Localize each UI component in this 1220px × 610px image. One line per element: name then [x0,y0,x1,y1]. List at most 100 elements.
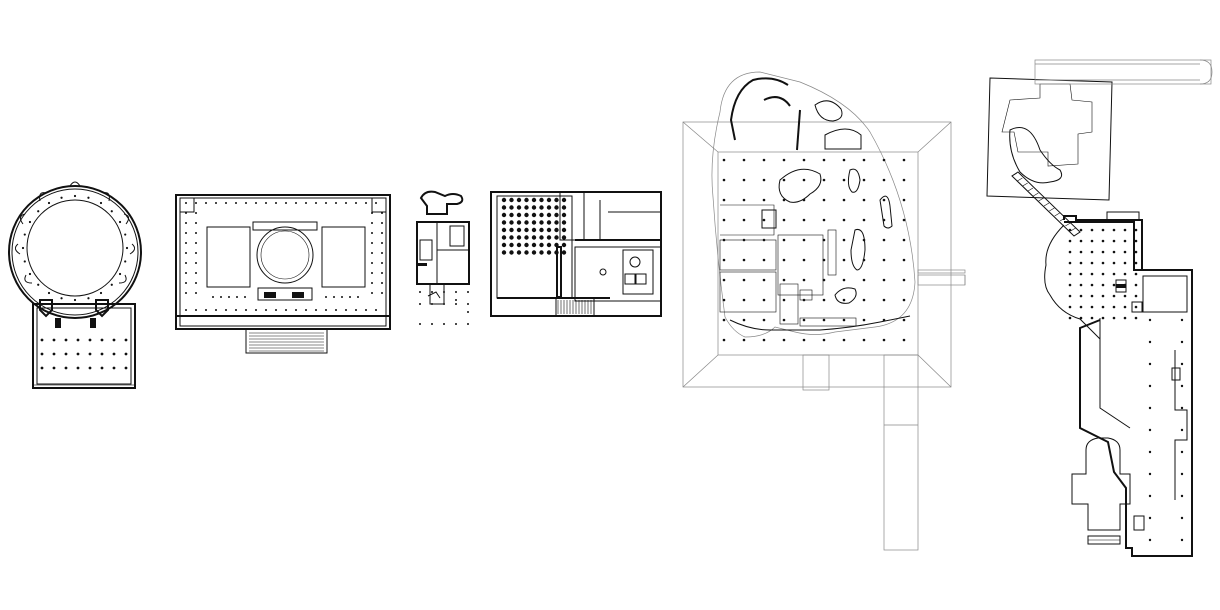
column-dot [762,198,766,202]
column-dot [100,366,104,370]
column-dot [371,222,373,224]
column-dot [1079,294,1083,298]
column-dot [902,278,906,282]
column-dot [762,278,766,282]
column-dot [546,212,552,218]
column-dot [722,218,726,222]
column-dot [124,338,128,342]
column-dot [742,218,746,222]
column-dot [501,205,507,210]
column-dot [1101,294,1105,298]
column-dot [882,218,886,222]
column-dot [802,218,806,222]
column-dot [315,202,317,204]
column-dot [782,298,786,302]
column-dot [195,309,197,311]
column-dot [516,212,522,218]
column-dot [862,338,866,342]
column-dot [539,205,544,210]
column-dot [546,250,552,255]
column-dot [345,202,347,204]
column-dot [1134,272,1138,276]
column-dot [862,218,866,222]
column-dot [1112,305,1116,309]
column-dot [371,252,373,254]
column-dot [561,205,567,210]
column-dot [882,258,886,262]
column-dot [419,303,421,305]
plan-line [1038,197,1044,202]
column-dot [73,194,77,198]
column-dot [561,242,567,248]
column-dot [531,242,537,248]
column-dot [185,202,187,204]
column-dot [255,202,257,204]
column-dot [1180,318,1184,322]
column-dot [1148,384,1152,388]
column-dot [902,218,906,222]
column-dot [539,212,544,218]
column-dot [315,309,317,311]
column-dot [1079,305,1083,309]
column-dot [524,205,529,210]
column-dot [822,298,826,302]
column-dot [118,220,122,224]
column-dot [1112,272,1116,276]
column-dot [1079,228,1083,232]
column-dot [100,338,104,342]
column-dot [722,318,726,322]
column-dot [516,250,522,255]
column-dot [501,242,507,248]
column-dot [762,158,766,162]
column-dot [355,309,357,311]
column-dot [28,272,32,276]
column-dot [23,260,26,263]
column-dot [1148,406,1152,410]
column-dot [112,352,116,356]
column-dot [28,220,32,224]
column-dot [1101,272,1105,276]
column-dot [1090,283,1094,287]
plan-line [1022,182,1028,187]
column-dot [531,227,537,233]
column-dot [285,309,287,311]
column-dot [531,235,537,240]
column-dot [235,309,237,311]
column-dot [124,260,127,263]
column-dot [802,158,806,162]
column-dot [1123,261,1127,265]
column-dot [1068,316,1072,320]
column-dot [341,296,343,298]
column-dot [722,238,726,242]
column-dot [842,318,846,322]
column-dot [531,220,537,225]
column-dot [822,258,826,262]
column-dot [1123,305,1127,309]
column-dot [1101,305,1105,309]
column-dot [722,198,726,202]
column-dot [375,309,377,311]
column-dot [554,197,559,203]
column-dot [822,338,826,342]
column-dot [365,202,367,204]
column-dot [882,158,886,162]
column-dot [357,296,359,298]
small-house-plan [416,190,470,325]
column-dot [524,220,529,225]
column-dot [118,272,122,276]
plan-line [1017,177,1023,182]
column-dot [822,238,826,242]
column-dot [802,318,806,322]
column-dot [375,202,377,204]
column-dot [742,338,746,342]
column-dot [822,158,826,162]
column-dot [509,205,514,210]
column-dot [275,202,277,204]
column-dot [52,338,56,342]
column-dot [1068,250,1072,254]
column-dot [762,178,766,182]
column-dot [509,242,514,248]
column-dot [185,242,187,244]
column-dot [822,278,826,282]
column-dot [509,220,514,225]
